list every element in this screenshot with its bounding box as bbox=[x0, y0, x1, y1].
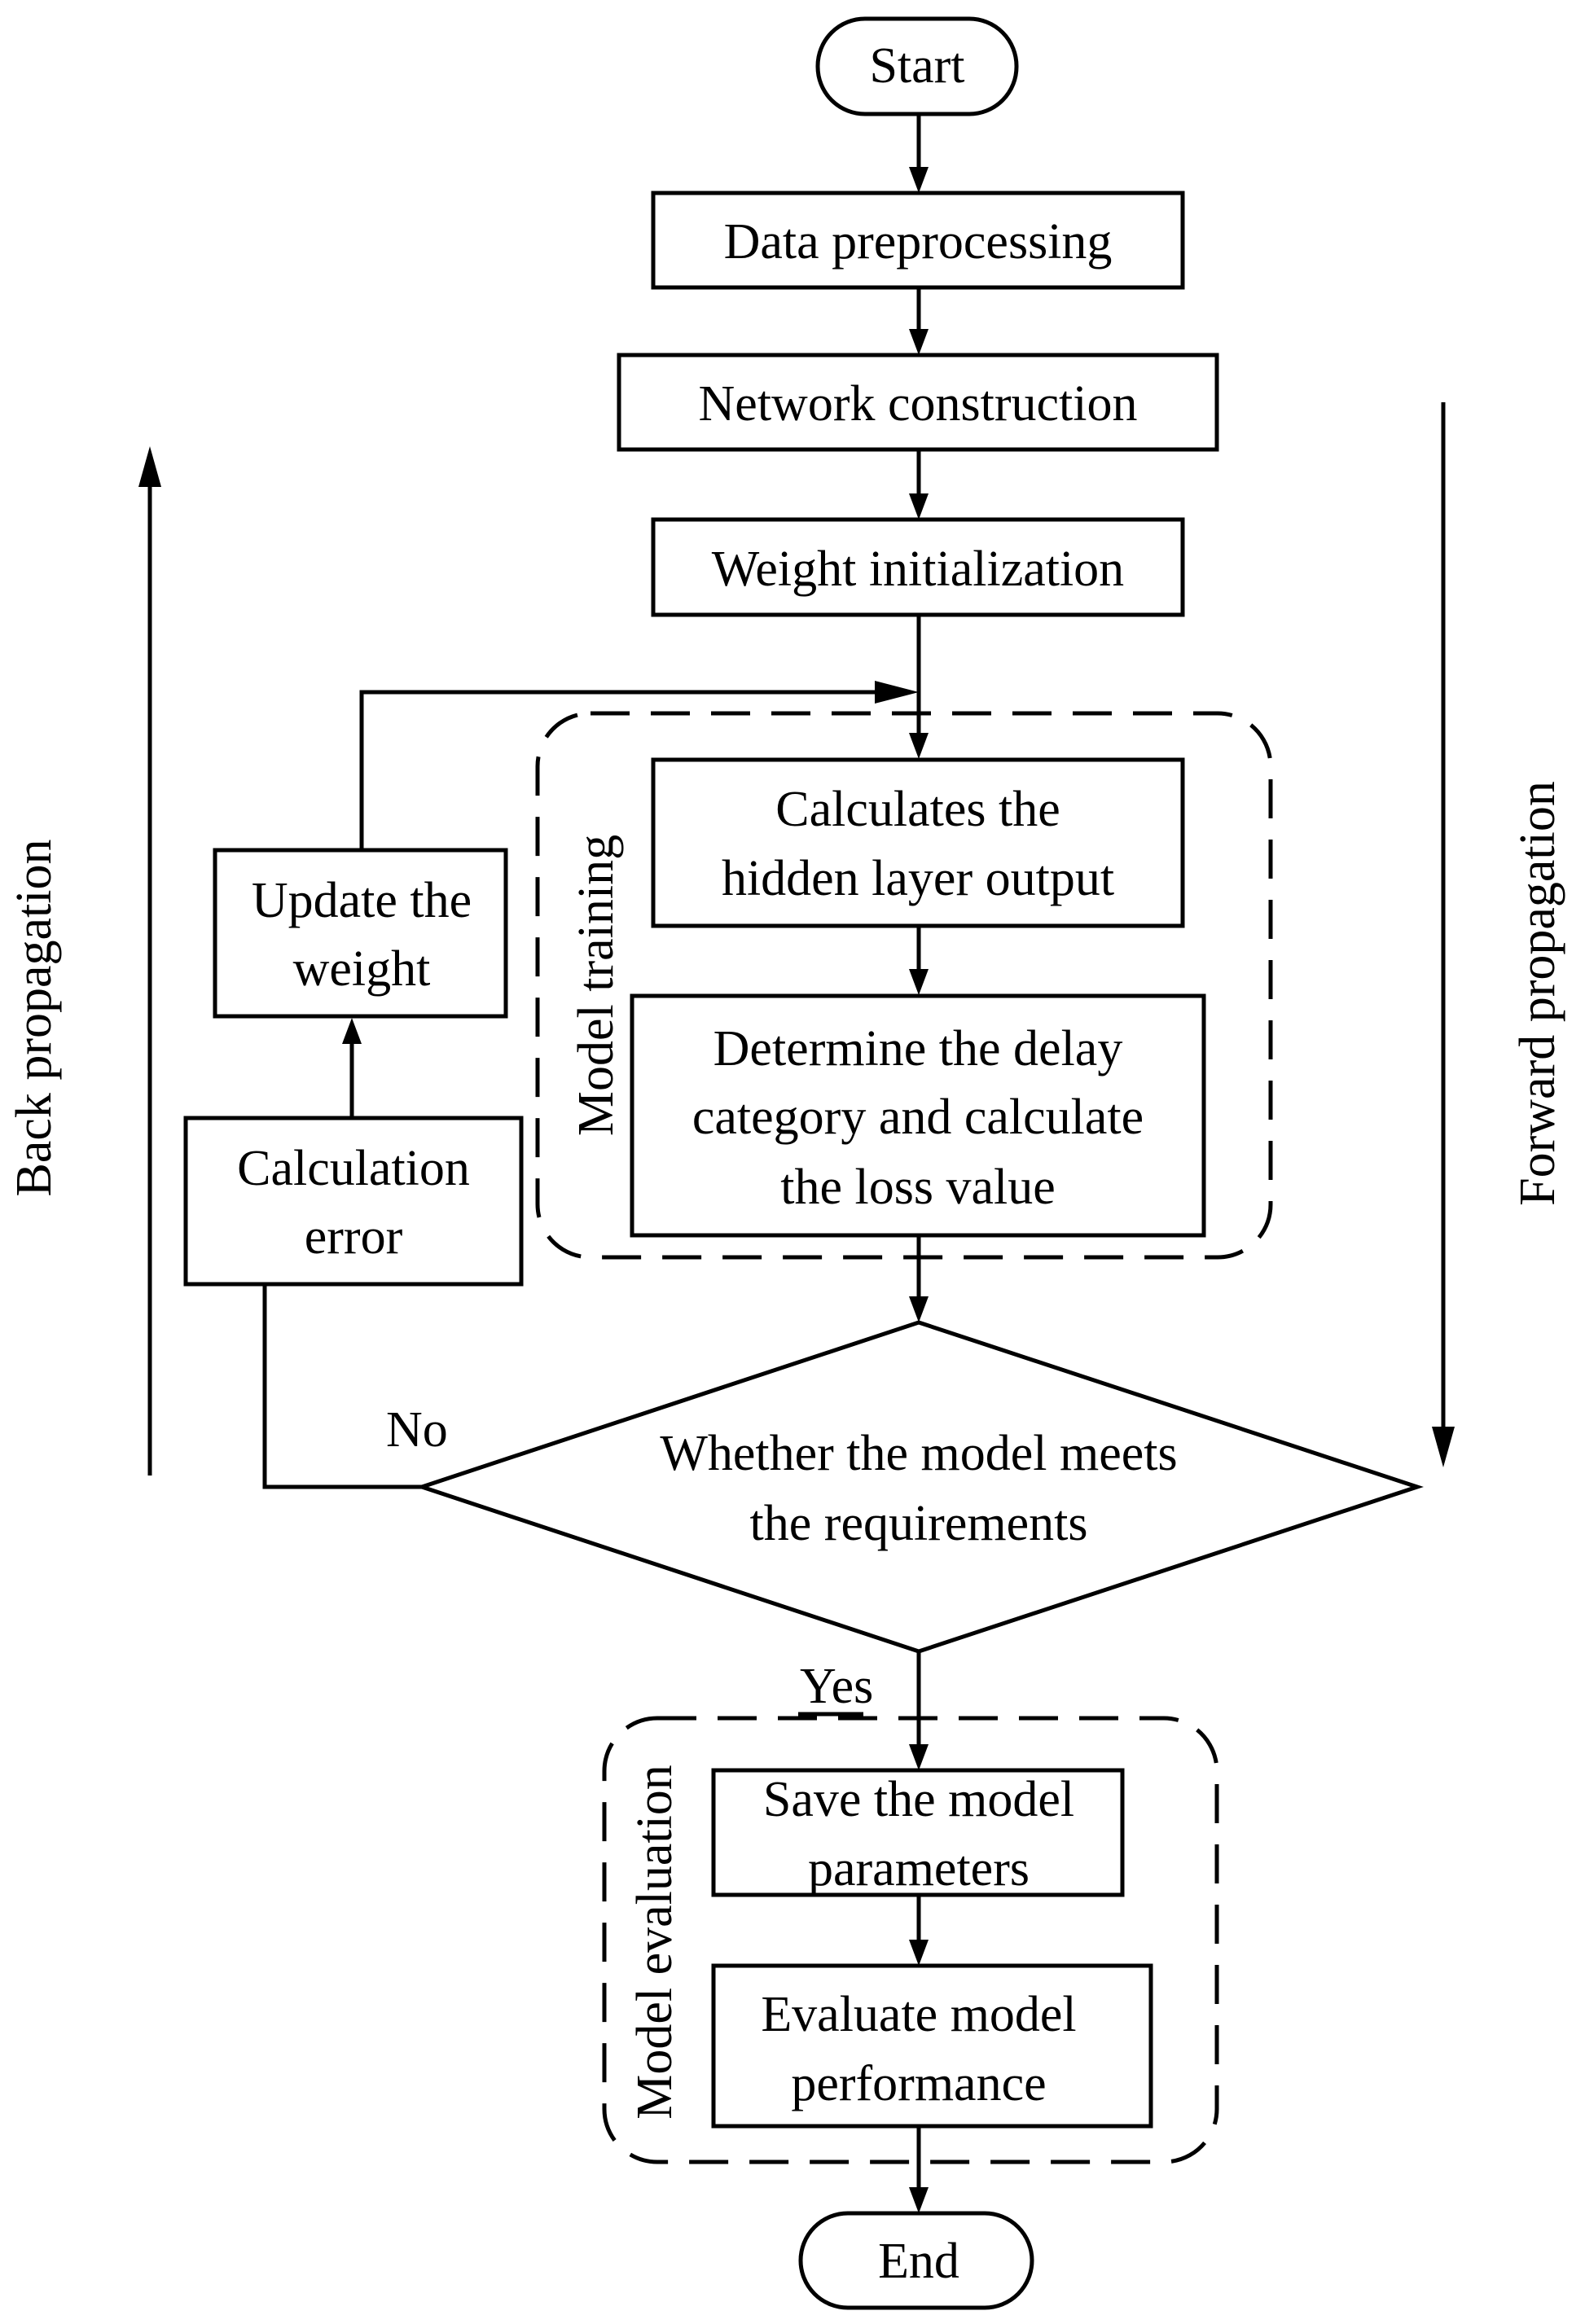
calculation-error-label-line-1: Calculation bbox=[237, 1141, 470, 1196]
save-model-parameters-box bbox=[711, 1768, 1125, 1897]
hidden-layer-output-box bbox=[651, 757, 1185, 928]
back-propagation-label: Back propagation bbox=[7, 839, 62, 1196]
requirements-decision-diamond bbox=[415, 1320, 1424, 1654]
yes-label: Yes bbox=[800, 1659, 873, 1714]
end-terminal bbox=[798, 2211, 1034, 2310]
network-construction-label: Network construction bbox=[699, 376, 1138, 432]
model-training-group-label: Model training bbox=[569, 835, 624, 1136]
start-terminal bbox=[815, 16, 1019, 116]
requirements-decision-label-line-1: Whether the model meets bbox=[660, 1426, 1177, 1481]
arrowhead bbox=[909, 167, 929, 193]
weight-initialization-label: Weight initialization bbox=[712, 542, 1124, 597]
weight-initialization-box bbox=[651, 517, 1185, 617]
data-preprocessing-box bbox=[651, 191, 1185, 290]
calculation-error-box bbox=[183, 1116, 524, 1287]
arrowhead bbox=[909, 733, 929, 759]
calculation-error-label-line-2: error bbox=[305, 1209, 403, 1265]
arrowhead bbox=[909, 329, 929, 355]
edge-update-loop bbox=[359, 690, 896, 850]
loss-value-label-line-1: Determine the delay bbox=[713, 1021, 1123, 1076]
loss-value-box bbox=[630, 993, 1206, 1238]
update-weight-box bbox=[213, 848, 508, 1019]
arrowhead bbox=[909, 1744, 929, 1770]
arrowhead bbox=[875, 681, 919, 704]
arrowhead bbox=[909, 1296, 929, 1322]
arrowhead bbox=[909, 2187, 929, 2213]
requirements-decision-label-line-2: the requirements bbox=[750, 1496, 1088, 1551]
loss-value-label-line-2: category and calculate bbox=[692, 1090, 1144, 1145]
evaluate-performance-label-line-1: Evaluate model bbox=[761, 1987, 1076, 2042]
evaluate-performance-box bbox=[711, 1963, 1153, 2129]
update-weight-label-line-2: weight bbox=[293, 941, 431, 997]
model-evaluation-group bbox=[602, 1716, 1219, 2164]
forward-propagation-label: Forward propagation bbox=[1510, 781, 1565, 1206]
arrowhead bbox=[909, 493, 929, 520]
update-weight-label-line-1: Update the bbox=[252, 873, 472, 928]
hidden-layer-output-label-line-2: hidden layer output bbox=[722, 851, 1114, 906]
edge-decision-error bbox=[262, 1269, 422, 1489]
start-terminal-label: Start bbox=[869, 38, 964, 94]
arrowhead bbox=[342, 1018, 362, 1044]
hidden-layer-output-label-line-1: Calculates the bbox=[775, 782, 1060, 837]
save-model-parameters-label-line-1: Save the model bbox=[763, 1772, 1074, 1827]
data-preprocessing-label: Data preprocessing bbox=[724, 214, 1113, 270]
arrowhead bbox=[909, 1940, 929, 1966]
model-training-group bbox=[535, 711, 1273, 1260]
evaluate-performance-label-line-2: performance bbox=[791, 2056, 1046, 2111]
arrowhead bbox=[1432, 1427, 1455, 1467]
network-construction-box bbox=[617, 353, 1219, 452]
arrowhead bbox=[138, 446, 161, 487]
end-terminal-label: End bbox=[878, 2234, 959, 2289]
no-label: No bbox=[386, 1402, 448, 1458]
loss-value-label-line-3: the loss value bbox=[780, 1160, 1056, 1215]
arrowhead bbox=[909, 969, 929, 995]
save-model-parameters-label-line-2: parameters bbox=[808, 1841, 1030, 1896]
model-evaluation-group-label: Model evaluation bbox=[627, 1765, 683, 2120]
